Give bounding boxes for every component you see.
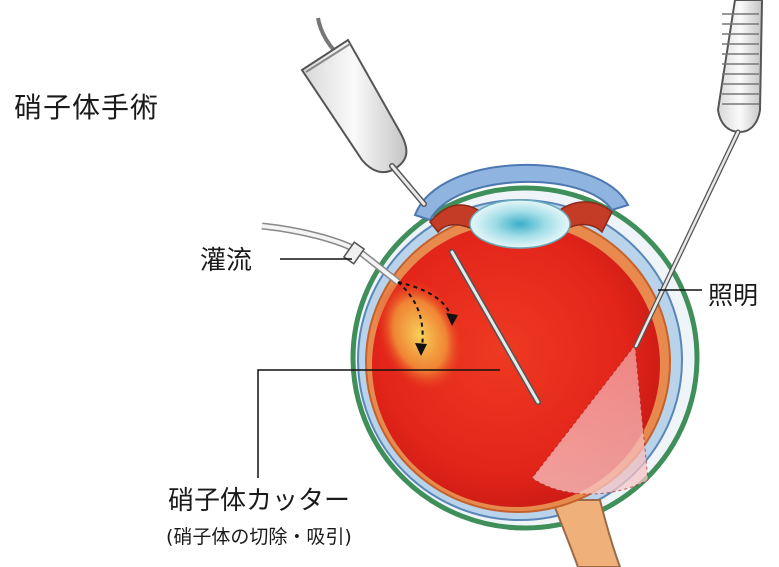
optic-nerve xyxy=(552,500,620,567)
illumination-label: 照明 xyxy=(708,276,758,312)
vitreous-cutter-note: (硝子体の切除・吸引) xyxy=(166,522,352,549)
irrigation-label: 灌流 xyxy=(200,240,252,277)
lens xyxy=(470,200,570,248)
vitreous-cutter-label: 硝子体カッター xyxy=(168,480,350,517)
cutter-handpiece xyxy=(302,18,424,204)
page-title: 硝子体手術 xyxy=(14,86,159,126)
